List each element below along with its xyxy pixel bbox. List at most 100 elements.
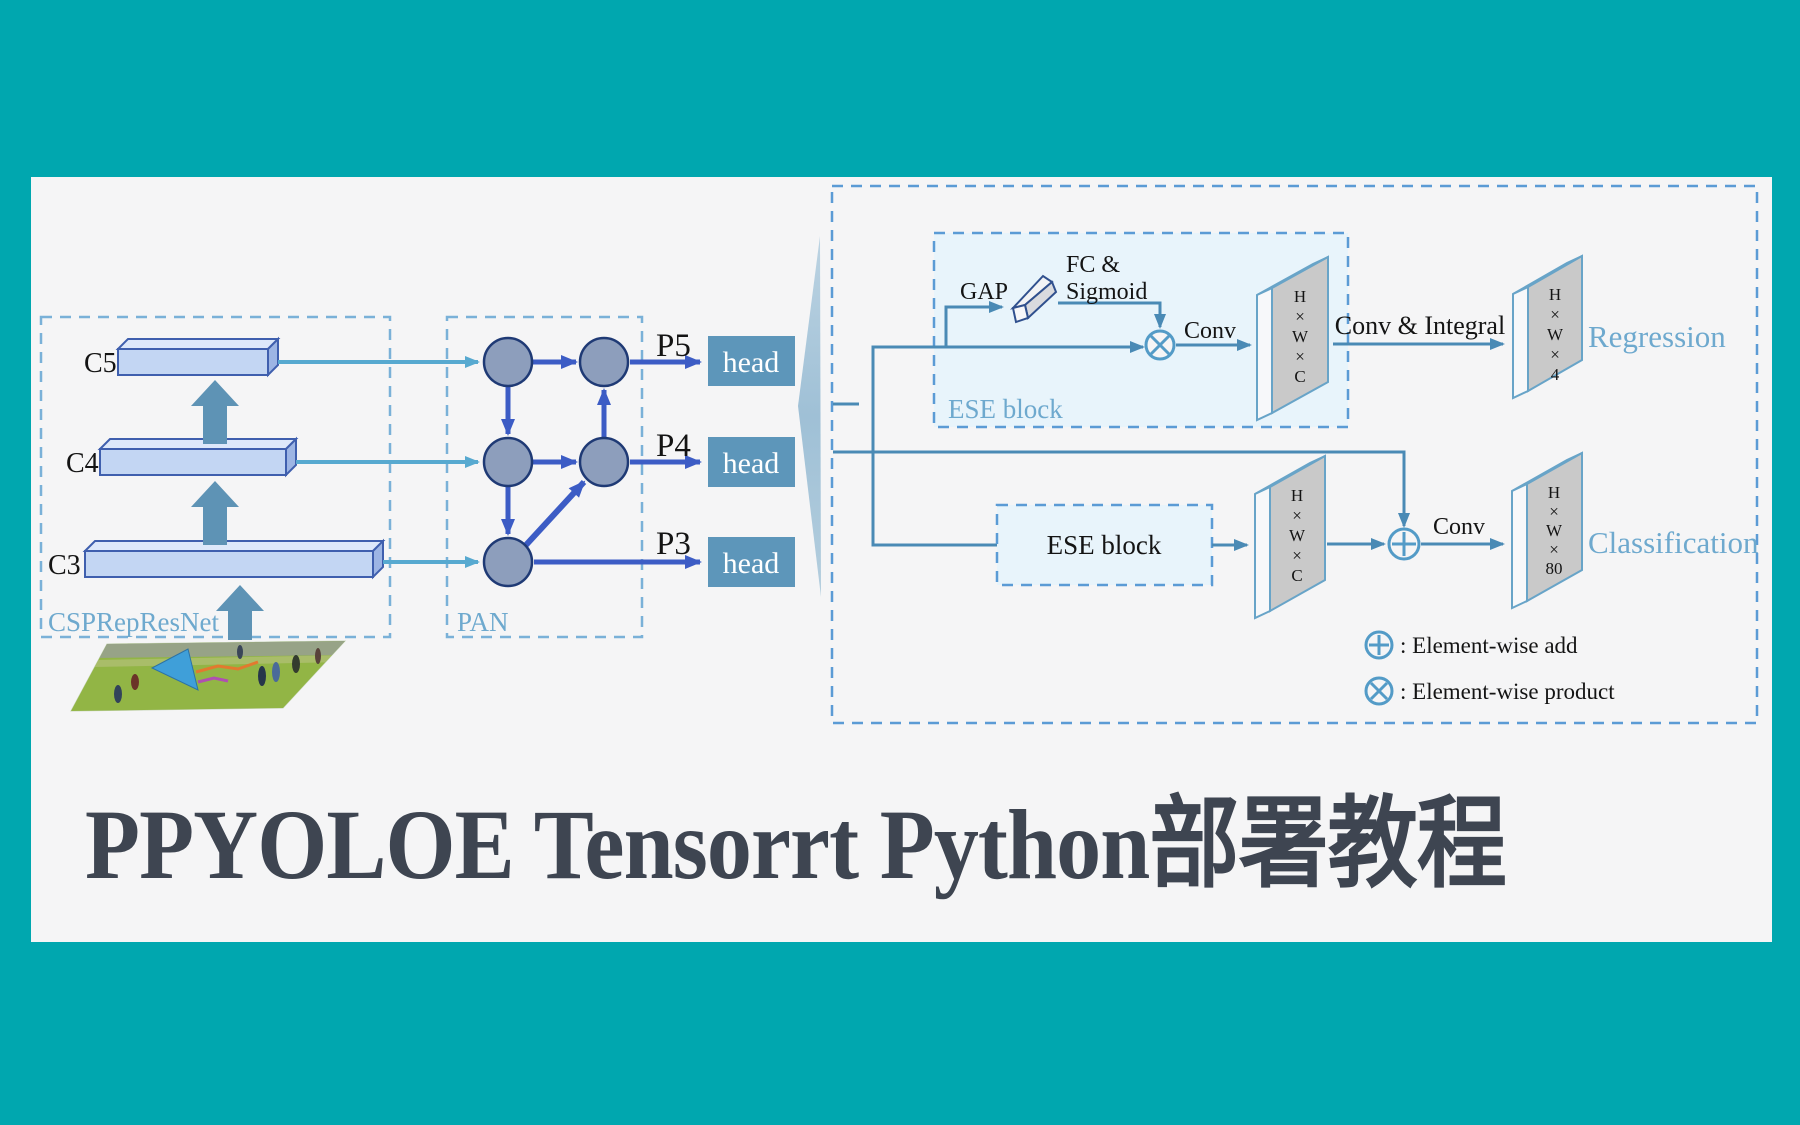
plate-dim: H: [1294, 287, 1306, 306]
fc-prism: [1009, 274, 1058, 324]
bar-label-c4: C4: [66, 448, 99, 479]
photo-kite-tail: [195, 660, 259, 674]
plate-dim: H: [1549, 285, 1561, 304]
fc-sigmoid-label-line1: FC &: [1066, 252, 1120, 278]
bar-front-face: [117, 348, 269, 376]
feature-bar-c3: C3: [48, 538, 386, 581]
classification-plate: H × W × 80: [1511, 451, 1583, 610]
pan-arrow-diagonal: [523, 479, 587, 548]
photo-person: [258, 666, 266, 686]
pan-label: PAN: [457, 607, 509, 637]
legend: : Element-wise add : Element-wise produc…: [1364, 630, 1615, 706]
head-box-p5: head: [708, 336, 795, 386]
plate-dim: ×: [1295, 347, 1305, 366]
photo-person: [292, 655, 300, 673]
plate-side-face: [1512, 285, 1529, 400]
fc-sigmoid-line: [1058, 301, 1166, 329]
reg-feature-plate: H × W × C: [1256, 255, 1329, 422]
head-label: head: [723, 346, 780, 379]
head-rect: [708, 336, 795, 386]
plate-dim: H: [1291, 486, 1303, 505]
input-image: [0, 640, 347, 712]
regression-plate: H × W × 4: [1512, 254, 1583, 400]
gap-branch-line: [944, 301, 1004, 347]
plate-front-face: [1526, 451, 1583, 603]
p4-label: P4: [656, 428, 691, 464]
plate-dim: ×: [1295, 307, 1305, 326]
branch-line-to-ese-bottom: [871, 452, 997, 547]
plate-dim: ×: [1550, 305, 1560, 324]
head-label: head: [723, 447, 780, 480]
pan-box: PAN: [445, 315, 644, 639]
pan-dashed-border: [445, 315, 644, 639]
legend-product-icon: [1364, 676, 1394, 706]
photo-person: [0, 692, 4, 708]
legend-add-icon: [1364, 630, 1394, 660]
legend-add-text: : Element-wise add: [1400, 633, 1578, 658]
plate-front-face: [1269, 454, 1326, 613]
up-arrow-c4-to-c5: [191, 380, 239, 444]
plate-dim: 80: [1546, 559, 1563, 578]
plate-dim: ×: [1549, 540, 1559, 559]
plate-side-face: [1256, 286, 1273, 422]
classification-label: Classification: [1588, 525, 1759, 560]
photo-person: [131, 674, 139, 690]
pan-node-mid-left: [482, 436, 534, 488]
up-arrow-c3-to-c4: [191, 481, 239, 545]
p5-label: P5: [656, 328, 691, 364]
plate-dim: C: [1294, 367, 1305, 386]
plate-front-face: [1271, 255, 1329, 415]
plate-front-face: [1527, 254, 1583, 393]
gap-label: GAP: [960, 279, 1008, 305]
feature-bar-c5: C5: [84, 336, 281, 379]
element-wise-product-icon: [1144, 329, 1176, 361]
head-box-p4: head: [708, 437, 795, 487]
video-title: PPYOLOE Tensorrt Python部署教程: [85, 789, 1507, 900]
zoom-funnel: [798, 236, 821, 597]
plate-dim: C: [1291, 566, 1302, 585]
main-line-to-add: [833, 450, 1410, 528]
bar-label-c5: C5: [84, 348, 117, 379]
up-arrow-image-to-c3: [216, 585, 264, 640]
plate-dim: W: [1546, 521, 1563, 540]
bar-top-face: [115, 338, 281, 350]
product-x2: [1149, 334, 1171, 356]
plate-dim: ×: [1549, 502, 1559, 521]
plate-dim: 4: [1551, 365, 1560, 384]
photo-person: [237, 645, 243, 659]
photo-grass-light: [94, 655, 345, 667]
head-rect: [708, 537, 795, 587]
plate-dim: W: [1547, 325, 1564, 344]
ese-block-bottom: ESE block: [995, 503, 1214, 587]
photo-kite: [150, 648, 199, 691]
plate-side-face: [1254, 485, 1271, 620]
plate-dim: ×: [1292, 506, 1302, 525]
element-wise-add-icon: [1387, 527, 1421, 561]
head-box-p3: head: [708, 537, 795, 587]
photo-person: [114, 685, 122, 703]
head-rect: [708, 437, 795, 487]
pan-node-top-left: [482, 336, 534, 388]
photo-content: [0, 641, 345, 711]
plate-dim: W: [1289, 526, 1306, 545]
conv-bottom-label: Conv: [1433, 514, 1485, 540]
conv-integral-label: Conv & Integral: [1335, 311, 1505, 340]
prism-end-face: [1011, 303, 1030, 324]
p3-label: P3: [656, 526, 691, 562]
branch-line-to-product: [871, 341, 1145, 452]
pan-node-bottom: [482, 536, 534, 588]
photo-person: [315, 648, 321, 664]
ese-bottom-dashed-border: [995, 503, 1214, 587]
regression-label: Regression: [1588, 319, 1726, 354]
pan-node-mid-right: [578, 436, 630, 488]
conv-top-label: Conv: [1184, 318, 1236, 344]
photo-kite-tail2: [197, 676, 229, 684]
ese-bottom-label: ESE block: [1047, 530, 1162, 560]
plate-dim: H: [1548, 483, 1560, 502]
bar-front-face: [84, 550, 374, 578]
bar-top-face: [82, 540, 386, 552]
backbone-label: CSPRepResNet: [48, 607, 220, 637]
backbone-dashed-border: [39, 315, 392, 639]
plate-dim: ×: [1292, 546, 1302, 565]
